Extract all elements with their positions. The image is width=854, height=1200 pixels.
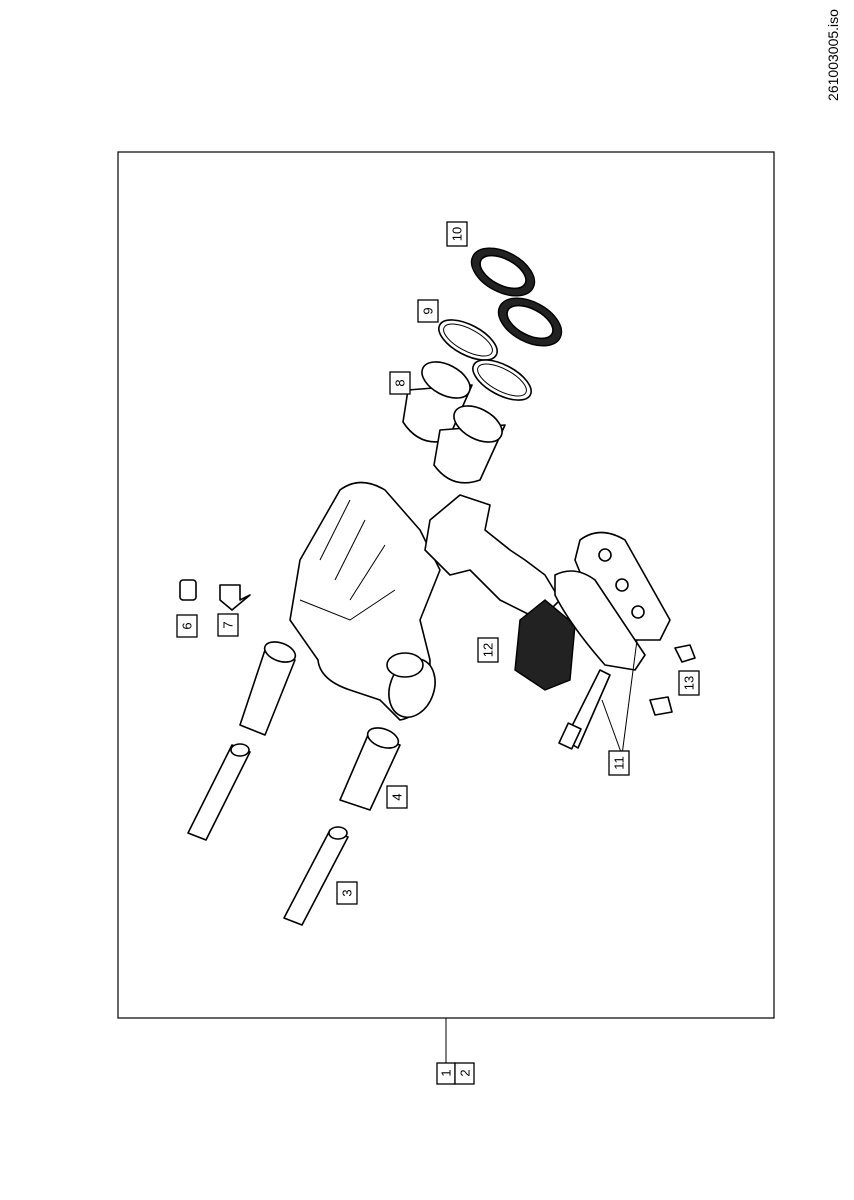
part-brake-pads-11: [554, 531, 671, 756]
part-sleeve-4: [239, 641, 401, 811]
callout-3: 3: [336, 881, 358, 905]
callout-13: 13: [678, 670, 700, 696]
part-pin-3: [187, 743, 349, 926]
svg-text:12: 12: [481, 643, 496, 657]
part-caliper-body: [289, 481, 441, 721]
callout-8: 8: [389, 371, 411, 395]
part-piston-8: [402, 361, 506, 484]
part-bleeder-6: [179, 579, 197, 601]
diagram-frame: [117, 151, 775, 1019]
svg-text:7: 7: [221, 621, 236, 628]
callout-12: 12: [477, 637, 499, 663]
svg-text:4: 4: [390, 793, 405, 800]
callout-9: 9: [417, 299, 439, 323]
callout-2: 2: [454, 1062, 475, 1085]
svg-text:9: 9: [421, 307, 436, 314]
svg-text:11: 11: [612, 756, 627, 770]
drawing-id: 261003005.iso: [825, 9, 841, 101]
callout-4: 4: [386, 785, 408, 809]
svg-text:8: 8: [393, 379, 408, 386]
svg-text:13: 13: [682, 676, 697, 690]
part-bleeder-7: [219, 584, 251, 611]
part-pad-holder-12: [514, 599, 576, 691]
callout-1: 1: [436, 1062, 456, 1085]
part-seal-10: [470, 247, 563, 347]
callout-7: 7: [217, 613, 239, 637]
part-ring-9: [438, 319, 532, 401]
svg-text:1: 1: [439, 1069, 454, 1076]
part-clips-13: [649, 644, 696, 716]
part-bracket: [424, 494, 561, 621]
svg-text:3: 3: [340, 889, 355, 896]
part-sensor: [558, 669, 611, 750]
callout-10: 10: [446, 221, 468, 247]
svg-text:6: 6: [180, 622, 195, 629]
svg-text:10: 10: [450, 227, 465, 241]
svg-text:2: 2: [458, 1069, 473, 1076]
callout-11: 11: [608, 750, 630, 776]
callout-6: 6: [176, 614, 198, 638]
